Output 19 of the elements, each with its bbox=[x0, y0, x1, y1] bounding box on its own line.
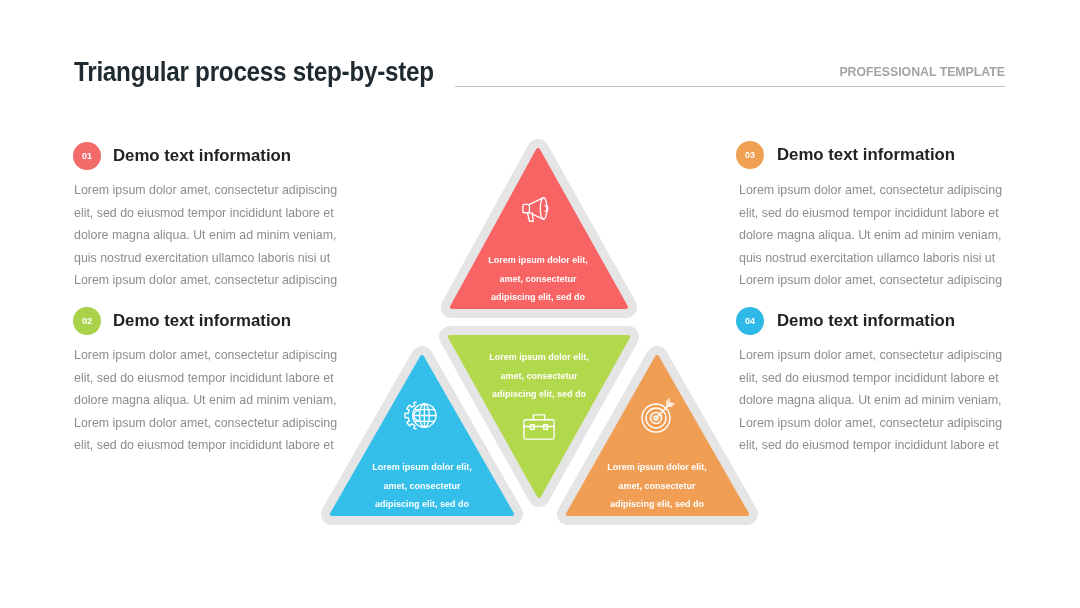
number-badge: 03 bbox=[736, 141, 764, 169]
triangle-panel bbox=[441, 139, 637, 318]
triangle-text: Lorem ipsum dolor elit, amet, consectetur adipiscing elit, sed do bbox=[606, 461, 708, 511]
body-text: Lorem ipsum dolor amet, consectetur adipiscing elit, sed do eiusmod tempor incididunt labore et dolore magna aliqua. Ut enim ad minim veniam, Lorem ipsum dolor amet, consectetur adipiscing elit, sed do eiusmod tempor incididunt labore et bbox=[739, 347, 1004, 454]
section-heading: Demo text information bbox=[113, 310, 292, 332]
section-heading: Demo text information bbox=[113, 145, 292, 167]
section-heading: Demo text information bbox=[777, 310, 956, 332]
body-text: Lorem ipsum dolor amet, consectetur adipiscing elit, sed do eiusmod tempor incididunt labore et dolore magna aliqua. Ut enim ad minim veniam, quis nostrud exercitation ullamco laboris nisi ut Lorem ipsum dolor amet, consectetur adipiscing bbox=[739, 182, 1004, 289]
body-text: Lorem ipsum dolor amet, consectetur adipiscing elit, sed do eiusmod tempor incididunt labore et dolore magna aliqua. Ut enim ad minim veniam, quis nostrud exercitation ullamco laboris nisi ut Lorem ipsum dolor amet, consectetur adipiscing bbox=[74, 182, 339, 289]
section-heading: Demo text information bbox=[777, 144, 956, 166]
subtitle-text: PROFESSIONAL TEMPLATE bbox=[839, 65, 1005, 79]
number-badge: 01 bbox=[73, 142, 101, 170]
triangle-text: Lorem ipsum dolor elit, amet, consectetur adipiscing elit, sed do bbox=[371, 461, 473, 511]
triangle-text: Lorem ipsum dolor elit, amet, consectetur adipiscing elit, sed do bbox=[488, 351, 590, 401]
number-badge: 02 bbox=[73, 307, 101, 335]
number-badge: 04 bbox=[736, 307, 764, 335]
slide-title: Triangular process step-by-step bbox=[74, 56, 434, 88]
triangle-text: Lorem ipsum dolor elit, amet, consectetur adipiscing elit, sed do bbox=[487, 254, 589, 304]
body-text: Lorem ipsum dolor amet, consectetur adipiscing elit, sed do eiusmod tempor incididunt labore et dolore magna aliqua. Ut enim ad minim veniam, Lorem ipsum dolor amet, consectetur adipiscing elit, sed do eiusmod tempor incididunt labore et bbox=[74, 347, 339, 454]
